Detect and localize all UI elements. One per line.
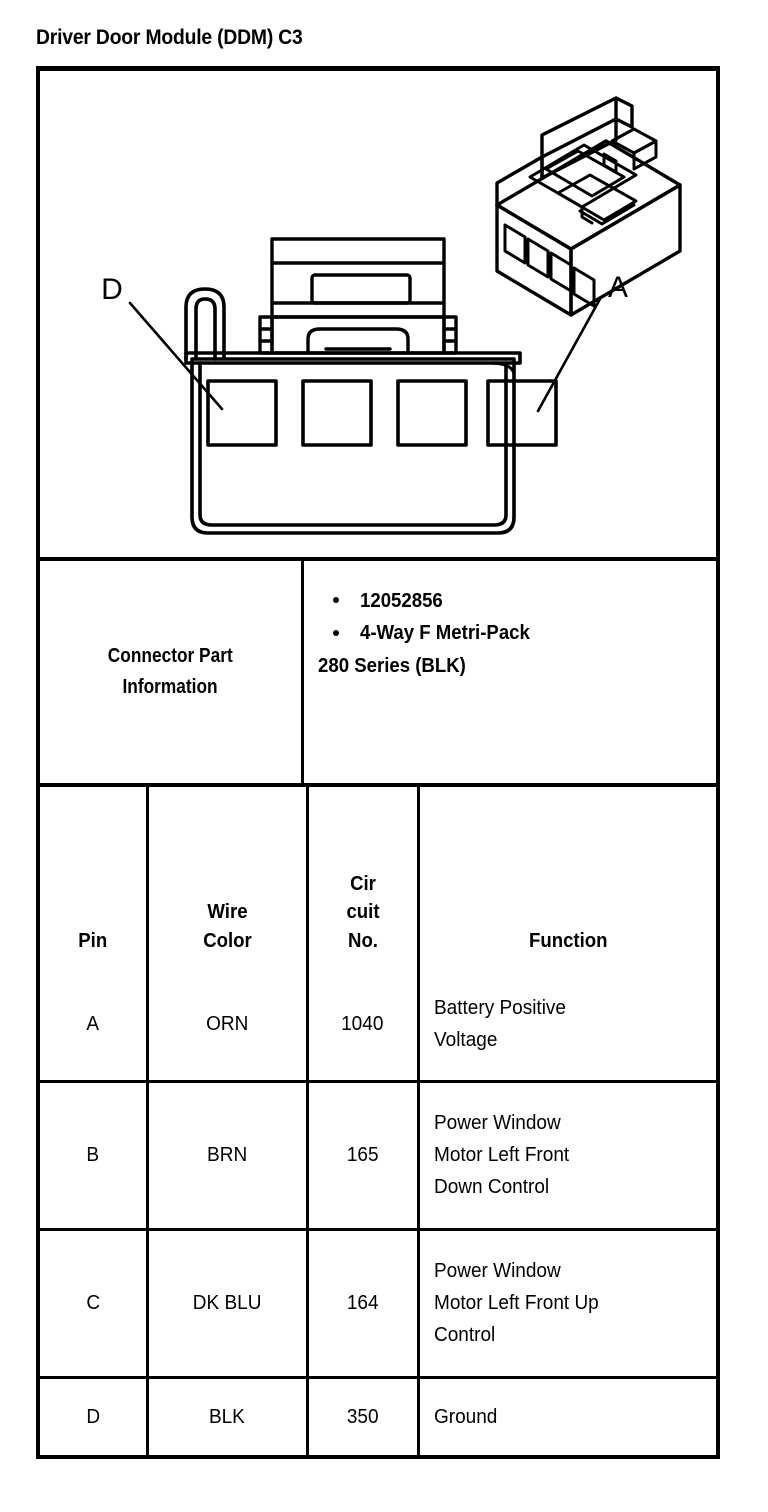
table-header-row: Pin Wire Color Cir cuit No. Function [40, 787, 716, 969]
cell-function: Power Window Motor Left Front Up Control [418, 1229, 716, 1379]
connector-drawing: D A [101, 96, 682, 535]
connector-lock-tab [184, 287, 226, 361]
leader-line-a [536, 297, 602, 413]
cell-circuit-no: 165 [307, 1081, 420, 1231]
cavity-d [206, 379, 278, 447]
column-header-wire-color: Wire Color [147, 787, 309, 969]
connector-info-sheet: D A Connector Part Information 12052856 … [36, 66, 720, 1459]
connector-part-information-row: Connector Part Information 12052856 4-Wa… [40, 561, 716, 787]
table-row: C DK BLU 164 Power Window Motor Left Fro… [40, 1229, 716, 1379]
connector-type-continuation: 280 Series (BLK) [318, 654, 466, 677]
connector-right-corner-detail [490, 361, 516, 375]
list-item: 12052856 [318, 585, 706, 617]
cpi-label-line2: Information [122, 676, 219, 698]
connector-part-information-value: 12052856 4-Way F Metri-Pack 280 Series (… [304, 561, 716, 783]
connector-part-bullet-list: 12052856 4-Way F Metri-Pack [318, 585, 706, 650]
bullet-icon [333, 597, 339, 604]
callout-label-a: A [608, 271, 628, 304]
table-row: B BRN 165 Power Window Motor Left Front … [40, 1081, 716, 1231]
column-header-function: Function [528, 929, 608, 952]
connector-part-number: 12052856 [360, 590, 443, 612]
column-header-pin: Pin [40, 787, 149, 969]
terminal-cavities [206, 379, 558, 447]
list-item: 4-Way F Metri-Pack [318, 617, 706, 649]
cell-pin: D [40, 1377, 149, 1455]
cell-wire-color: BRN [147, 1081, 309, 1231]
column-header-circuit-no: Cir cuit No. [307, 787, 420, 969]
connector-illustration-panel: D A [40, 71, 716, 561]
cell-wire-color: ORN [147, 969, 309, 1083]
cell-pin: C [40, 1229, 149, 1379]
cell-circuit-no: 1040 [307, 969, 420, 1083]
page-title: Driver Door Module (DDM) C3 [36, 26, 303, 49]
cavity-a [486, 379, 558, 447]
connector-isometric-view [495, 96, 682, 317]
cavity-b [396, 379, 468, 447]
connector-type: 4-Way F Metri-Pack [360, 622, 530, 645]
cell-function: Battery Positive Voltage [418, 969, 716, 1083]
pin-assignment-table: Pin Wire Color Cir cuit No. Function A [40, 787, 716, 1455]
cell-circuit-no: 164 [307, 1229, 420, 1379]
cell-wire-color: BLK [147, 1377, 309, 1455]
bullet-icon [333, 629, 339, 636]
connector-latch [258, 237, 458, 355]
cell-function: Power Window Motor Left Front Down Contr… [418, 1081, 716, 1231]
cell-wire-color: DK BLU [147, 1229, 309, 1379]
leader-line-d [128, 301, 224, 411]
callout-label-d: D [101, 273, 123, 306]
cell-circuit-no: 350 [307, 1377, 420, 1455]
cell-pin: B [40, 1081, 149, 1231]
cavity-c [301, 379, 373, 447]
cell-pin: A [40, 969, 149, 1083]
connector-shell [190, 357, 516, 535]
cpi-label-line1: Connector Part [108, 645, 233, 667]
cell-function: Ground [433, 1405, 497, 1428]
table-row: D BLK 350 Ground [40, 1377, 716, 1455]
connector-face-view [128, 237, 602, 535]
table-row: A ORN 1040 Battery Positive Voltage [40, 969, 716, 1083]
connector-part-information-label: Connector Part Information [40, 561, 304, 783]
